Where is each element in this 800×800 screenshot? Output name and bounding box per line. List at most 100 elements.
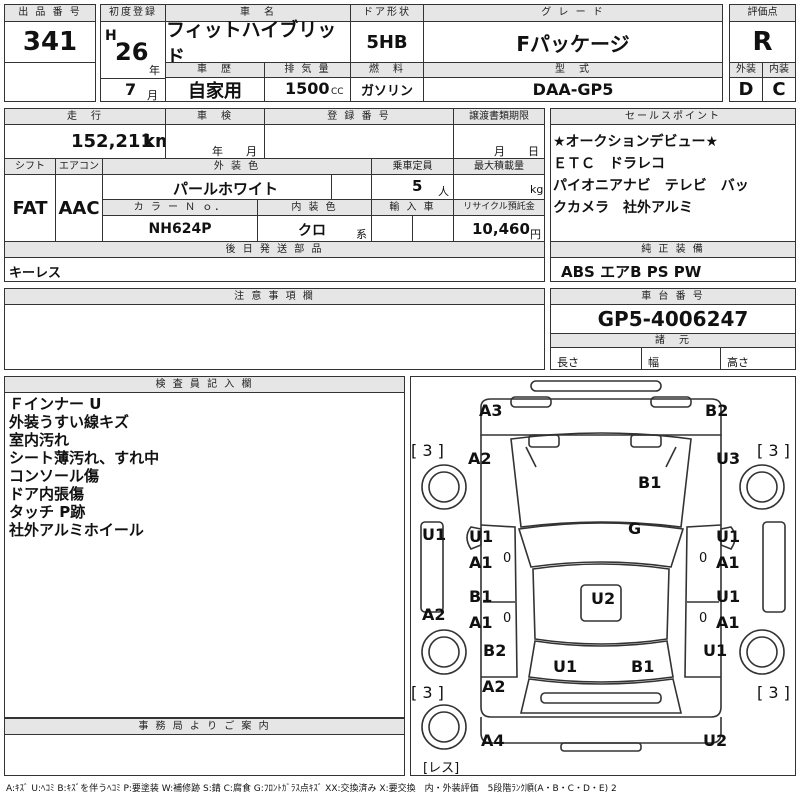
first-reg-header: 初度登録: [100, 4, 166, 22]
color-no: NH624P: [102, 215, 258, 242]
exterior-header: 外装: [729, 62, 763, 78]
ext-color-cell: パールホワイト: [102, 174, 332, 200]
car-outline: [420, 380, 786, 752]
int-color-cell: クロ 系: [257, 215, 372, 242]
dmg-zero-1: 0: [503, 551, 512, 566]
caution-header: 注 意 事 項 欄: [4, 288, 545, 305]
int-color-header: 内 装 色: [257, 199, 372, 216]
note-5: コンソール傷: [9, 467, 100, 485]
transfer-day-unit: 日: [528, 145, 539, 158]
first-reg-month-cell: 7 月: [100, 78, 166, 102]
genuine-equip: ABS エアB PS PW: [561, 263, 702, 281]
exterior-score: D: [729, 77, 763, 102]
note-3: 室内汚れ: [9, 431, 70, 449]
kg-unit: kg: [530, 183, 544, 196]
sales-points-header: セールスポイント: [550, 108, 796, 125]
dmg-spare: [レス]: [423, 761, 460, 776]
dmg-a3: A3: [479, 401, 503, 420]
later-parts: キーレス: [9, 266, 62, 281]
spec-width-cell: 幅: [641, 347, 721, 370]
chassis-no-header: 車 台 番 号: [550, 288, 796, 305]
month-unit: 月: [147, 89, 158, 102]
spec-height: 高さ: [727, 356, 749, 369]
dmg-b1-trunk: B1: [631, 657, 655, 676]
recycle: 10,460: [472, 220, 530, 238]
inspection-header: 車 検: [165, 108, 265, 125]
inspector-notes: Ｆインナー U 外装うすい線キズ 室内汚れ シート薄汚れ、すれ中 コンソール傷 …: [4, 392, 405, 718]
fuel: ガソリン: [350, 77, 424, 102]
dmg-b2-top: B2: [705, 401, 729, 420]
recycle-cell: 10,460 円: [453, 215, 545, 242]
spec-height-cell: 高さ: [720, 347, 796, 370]
dmg-a2-rear: A2: [482, 677, 506, 696]
lot-no: 341: [4, 21, 96, 63]
car-name: フィットハイブリッド: [165, 19, 351, 68]
transfer-month-unit: 月: [494, 145, 505, 158]
aircon: AAC: [55, 174, 103, 242]
dmg-u1-fr: U1: [716, 527, 741, 546]
dmg-a2-l: A2: [468, 449, 492, 468]
door-type: 5HB: [350, 21, 424, 63]
model-header: 型 式: [423, 62, 723, 78]
dmg-three-tr: [ 3 ]: [757, 441, 790, 460]
sales-line-4: クカメラ 社外アルミ: [553, 200, 693, 216]
dmg-b1-hood: B1: [638, 473, 662, 492]
score-header: 評価点: [729, 4, 796, 22]
capacity: 5: [412, 177, 423, 195]
dmg-u1-l: U1: [422, 525, 447, 544]
dmg-zero-3: 0: [503, 611, 512, 626]
history: 自家用: [165, 77, 265, 102]
max-load-cell: kg: [453, 174, 545, 200]
dmg-u2-roof: U2: [591, 589, 616, 608]
grade-header: グ レ ー ド: [423, 4, 723, 22]
dmg-three-bl: [ 3 ]: [411, 683, 444, 702]
sales-points: ★オークションデビュー★ ＥＴＣ ドラレコ パイオニアナビ テレビ バッ クカメ…: [550, 124, 796, 242]
max-load-header: 最大積載量: [453, 158, 545, 175]
displacement: 1500: [285, 79, 330, 98]
specs-header: 諸 元: [550, 333, 796, 348]
year-unit: 年: [149, 64, 160, 77]
note-8: 社外アルミホイール: [9, 521, 144, 539]
dmg-u1-r: U1: [703, 641, 728, 660]
car-diagram: A3 B2 [ 3 ] [ 3 ] A2 U3 B1 U1 G U1 A1 0 …: [410, 376, 796, 776]
int-color: クロ: [298, 223, 326, 239]
transfer-header: 譲渡書類期限: [453, 108, 545, 125]
dmg-a2-side: A2: [422, 605, 446, 624]
dmg-zero-4: 0: [699, 611, 708, 626]
dmg-b1-rl: B1: [469, 587, 493, 606]
interior-header: 内装: [762, 62, 796, 78]
first-reg-year-cell: H 26 年: [100, 21, 166, 79]
spec-width: 幅: [648, 356, 659, 369]
inspector-header: 検 査 員 記 入 欄: [4, 376, 405, 393]
note-1: Ｆインナー U: [9, 395, 102, 413]
dmg-b2-rear: B2: [483, 641, 507, 660]
sales-line-1: ★オークションデビュー★: [553, 134, 719, 150]
first-reg-year: 26: [115, 38, 149, 66]
ext-color: パールホワイト: [173, 180, 279, 198]
dmg-u1-fl: U1: [469, 527, 494, 546]
capacity-unit: 人: [438, 185, 449, 198]
note-6: ドア内張傷: [9, 485, 85, 503]
first-reg-month: 7: [125, 80, 137, 99]
shift: FAT: [4, 174, 56, 242]
score: R: [729, 21, 796, 63]
era: H: [105, 28, 117, 44]
shift-header: シフト: [4, 158, 56, 175]
int-color-suffix: 系: [356, 228, 367, 241]
lot-no-header: 出 品 番 号: [4, 4, 96, 22]
dmg-u3: U3: [716, 449, 741, 468]
aircon-header: エアコン: [55, 158, 103, 175]
color-no-header: カ ラ ー Ｎ ｏ．: [102, 199, 258, 216]
ext-color-extra: [331, 174, 372, 200]
insp-month-unit: 月: [246, 145, 257, 158]
dmg-u1-trunk: U1: [553, 657, 578, 676]
sales-line-2: ＥＴＣ ドラレコ: [553, 156, 665, 172]
import-cell-2: [412, 215, 454, 242]
dmg-g: G: [628, 519, 642, 538]
genuine-equip-cell: ABS エアB PS PW: [550, 257, 796, 282]
genuine-equip-header: 純 正 装 備: [550, 241, 796, 258]
note-2: 外装うすい線キズ: [9, 413, 130, 431]
displacement-header: 排 気 量: [264, 62, 351, 78]
insp-year-unit: 年: [212, 145, 223, 158]
model: DAA-GP5: [423, 77, 723, 102]
